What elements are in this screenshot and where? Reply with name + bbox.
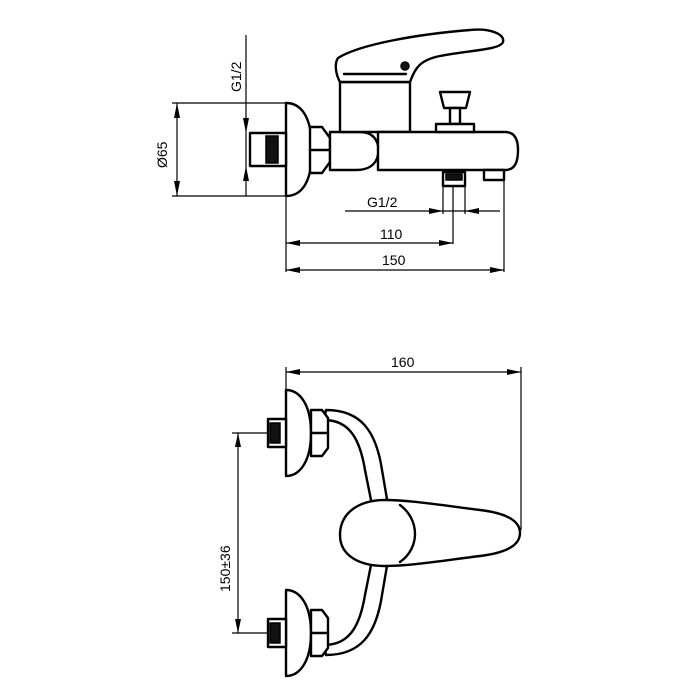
lower-arm: [322, 558, 390, 657]
top-view: 160 150±36: [217, 354, 522, 678]
side-view: G1/2 Ø65 G1/2 110 150: [154, 28, 520, 273]
label-dim-160: 160: [391, 354, 415, 370]
label-dim-150: 150: [382, 252, 406, 268]
spout-outlet: [482, 168, 506, 182]
handle-dot: [400, 61, 410, 71]
diverter-stem: [448, 106, 462, 126]
label-dim-110: 110: [380, 226, 403, 242]
thread-end-dark: [265, 135, 279, 164]
diverter-knob: [438, 90, 472, 110]
lever-handle: [334, 28, 505, 84]
lever-top: [338, 498, 522, 568]
wall-flange: [284, 101, 314, 198]
label-thread-horizontal: G1/2: [367, 194, 398, 210]
body-column: [338, 80, 412, 134]
label-diameter: Ø65: [154, 141, 170, 168]
upper-arm: [322, 408, 390, 507]
mixer-body: [328, 130, 380, 172]
lower-flange: [284, 588, 313, 678]
upper-flange: [284, 388, 313, 478]
label-thread-vertical: G1/2: [228, 61, 244, 92]
spout: [376, 130, 520, 172]
label-dim-centers: 150±36: [217, 545, 233, 592]
